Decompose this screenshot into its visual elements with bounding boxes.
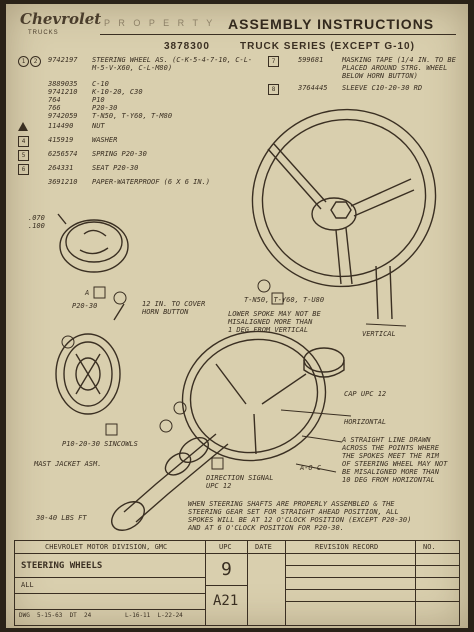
drawing-dates: L-16-11 L-22-24 xyxy=(125,612,183,619)
steering-wheel-drawing xyxy=(251,108,437,320)
part-row: 3889035 9741210 764 766 9742059 C-10 K-1… xyxy=(18,80,260,122)
part-no: 415919 xyxy=(48,136,74,144)
sheet-number: A21 xyxy=(213,593,239,609)
division-name: CHEVROLET MOTOR DIVISION, GMC xyxy=(45,543,168,551)
page-title: ASSEMBLY INSTRUCTIONS xyxy=(228,16,435,32)
item-marker-icon: 1 xyxy=(18,56,29,67)
alignment-lines xyxy=(280,323,407,473)
direction-signal-label: DIRECTION SIGNAL UPC 12 xyxy=(206,474,274,490)
part-row: 7 599681 MASKING TAPE (1/4 IN. TO BE PLA… xyxy=(268,56,458,84)
steering-wheel-diagram xyxy=(55,108,437,531)
part-no: 3691210 xyxy=(48,178,78,186)
box-marker-icon: 4 xyxy=(18,136,29,147)
straight-line-note: A STRAIGHT LINE DRAWN ACROSS THE POINTS … xyxy=(342,436,448,484)
part-desc: C-10 K-10-20, C30 P10 P20-30 T-N50, T-Y6… xyxy=(92,80,173,120)
steering-column-drawing xyxy=(111,433,229,531)
lower-wheel-drawing xyxy=(181,330,345,462)
truck-series: TRUCK SERIES (EXCEPT G-10) xyxy=(240,41,415,52)
upc-label: UPC xyxy=(219,543,232,551)
revision-col-label: REVISION RECORD xyxy=(315,543,379,551)
box-marker-icon: 8 xyxy=(268,84,279,95)
box-marker-icon: 6 xyxy=(18,164,29,175)
part-row: 6 264331 SEAT P20-30 xyxy=(18,164,260,178)
horn-label: 12 IN. TO COVER HORN BUTTON xyxy=(142,300,206,316)
part-desc: SEAT P20-30 xyxy=(92,164,139,172)
horn-cap-drawing xyxy=(57,213,129,273)
spoke-note: LOWER SPOKE MAY NOT BE MISALIGNED MORE T… xyxy=(228,310,321,334)
item-marker-icon: 2 xyxy=(30,56,41,67)
ref-label: A xyxy=(85,289,90,297)
header-rule xyxy=(100,34,456,35)
callout-boxes xyxy=(93,286,284,470)
part-no: 599681 xyxy=(298,56,324,64)
part-no: 6256574 xyxy=(48,150,78,158)
upc-value: 9 xyxy=(221,559,232,580)
part-desc: SLEEVE C10-20-30 RD xyxy=(342,84,423,92)
callout-circles xyxy=(61,279,271,433)
part-row: 5 6256574 SPRING P20-30 xyxy=(18,150,260,164)
dimension-label: .070 .100 xyxy=(28,214,45,230)
box-marker-icon: 7 xyxy=(268,56,279,67)
p2030-label: P20-30 xyxy=(72,302,98,310)
chevrolet-logo: Chevrolet xyxy=(20,10,102,28)
part-no: 3764445 xyxy=(298,84,328,92)
date-col-label: DATE xyxy=(255,543,272,551)
drawing-info: DWG 5-15-63 DT 24 xyxy=(19,612,92,619)
part-number: 3878300 xyxy=(164,41,210,52)
cowls-label: P10-20-30 SINCOWLS xyxy=(62,440,138,448)
component-name: STEERING WHEELS xyxy=(21,561,103,571)
model-value: ALL xyxy=(21,581,34,589)
part-row: 114490 NUT xyxy=(18,122,260,136)
part-no: 3889035 9741210 764 766 9742059 xyxy=(48,80,78,120)
horizontal-label: HORIZONTAL xyxy=(344,418,387,426)
instruction-sheet: Chevrolet TRUCKS P R O P E R T Y ASSEMBL… xyxy=(6,4,468,628)
torque-label: 30-40 LBS FT xyxy=(36,514,87,522)
part-desc: MASKING TAPE (1/4 IN. TO BE PLACED AROUN… xyxy=(342,56,456,80)
no-col-label: NO. xyxy=(423,543,436,551)
logo-subtitle: TRUCKS xyxy=(28,30,59,36)
part-desc: WASHER xyxy=(92,136,118,144)
part-desc: SPRING P20-30 xyxy=(92,150,147,158)
vertical-label: VERTICAL xyxy=(362,330,396,338)
horn-assembly-drawing xyxy=(55,303,125,415)
cap-label: CAP UPC 12 xyxy=(344,390,387,398)
part-no: 264331 xyxy=(48,164,74,172)
title-block: CHEVROLET MOTOR DIVISION, GMC UPC DATE R… xyxy=(14,540,460,626)
models-label: T-N50, T-Y60, T-U80 xyxy=(244,296,325,304)
part-no: 9742197 xyxy=(48,56,78,64)
triangle-marker-icon xyxy=(18,122,28,131)
part-no: 114490 xyxy=(48,122,74,130)
part-row: 3691210 PAPER-WATERPROOF (6 X 6 IN.) xyxy=(18,178,260,198)
part-desc: STEERING WHEEL AS. (C-K-5-4-7-10, C-L-M-… xyxy=(92,56,253,72)
part-desc: NUT xyxy=(92,122,105,130)
part-row: 8 3764445 SLEEVE C10-20-30 RD xyxy=(268,84,458,98)
aoc-label: A-O-C xyxy=(300,464,322,472)
part-row: 4 415919 WASHER xyxy=(18,136,260,150)
mast-jacket-label: MAST JACKET ASM. xyxy=(34,460,102,468)
box-marker-icon: 5 xyxy=(18,150,29,161)
parts-list-right: 7 599681 MASKING TAPE (1/4 IN. TO BE PLA… xyxy=(268,56,458,98)
assembly-note: WHEN STEERING SHAFTS ARE PROPERLY ASSEMB… xyxy=(188,500,412,532)
property-stamp: P R O P E R T Y xyxy=(104,18,216,28)
part-desc: PAPER-WATERPROOF (6 X 6 IN.) xyxy=(92,178,211,186)
